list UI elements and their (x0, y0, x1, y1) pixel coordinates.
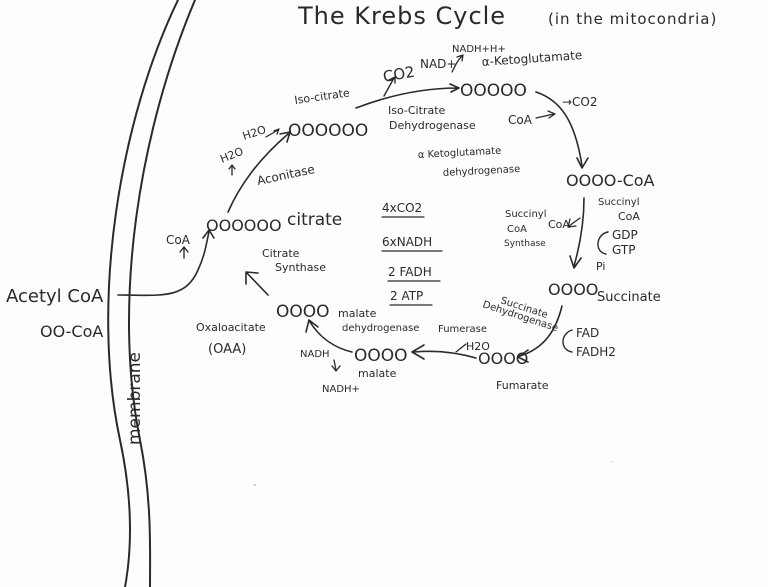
succinyl-synthase-line2: CoA (507, 224, 527, 235)
acetyl-coa-label: Acetyl CoA (6, 286, 104, 307)
fumarate-chain: OOOO (478, 349, 528, 368)
gtp-label: GTP (612, 243, 635, 257)
succinyl-synthase-coa-out: CoA (548, 218, 570, 231)
coa-second-arrow (535, 110, 556, 119)
isocitrate-chain: OOOOOO (288, 121, 368, 141)
oaa-abbr: (OAA) (208, 342, 246, 357)
fumarate-label: Fumarate (496, 379, 549, 392)
isocitrate-dehydrogenase-line1: Iso-Citrate (388, 104, 446, 117)
oaa-chain: OOOO (276, 302, 330, 322)
succinate-label: Succinate (597, 290, 661, 305)
aconitase-h2o-in: H2O (241, 123, 268, 143)
aconitase-h2o-out-arrow (228, 164, 236, 176)
citrate-label: citrate (287, 210, 342, 230)
akg-chain: OOOOO (460, 81, 527, 101)
coa-out-arrow (567, 217, 581, 228)
coa-entry-arrow (179, 246, 189, 259)
nad-first-label: NAD+ (420, 57, 456, 71)
succinate-chain: OOOO (548, 280, 598, 299)
aconitase-h2o-out: H2O (218, 145, 245, 166)
nad-malate-label: NADH+ (322, 384, 360, 395)
akg-dehydrogenase-line1: α Ketoglutamate (418, 146, 502, 161)
fumarate-to-malate-arrow (411, 344, 477, 360)
membrane-outer-line (107, 0, 179, 587)
co2-first-label: CO2 (382, 63, 416, 86)
gdp-gtp-bracket (597, 231, 609, 255)
fadh2-label: FADH2 (576, 345, 616, 359)
malate-dehydrogenase-line1: malate (338, 307, 377, 320)
nad-first-arrow (451, 54, 464, 73)
isocitrate-to-akg-arrow (355, 83, 460, 109)
co2-second-label: →CO2 (562, 95, 598, 109)
h2o-fumarate-arrow (455, 343, 467, 353)
malate-dehydrogenase-line2: dehydrogenase (342, 323, 419, 334)
nadh-malate-label: NADH (300, 349, 330, 360)
summary-co2: 4xCO2 (382, 201, 422, 215)
nadh-malate-arrow (331, 359, 341, 372)
summary-totals: 4xCO2 6xNADH 2 FADH 2 ATP (381, 201, 443, 306)
fad-label: FAD (576, 326, 599, 340)
succinyl-coa-line1: Succinyl (598, 197, 640, 208)
coa-second-label: CoA (508, 113, 533, 127)
fad-bracket (562, 329, 573, 353)
aconitase-label: Aconitase (256, 162, 316, 188)
isocitrate-label: Iso-citrate (294, 86, 351, 107)
summary-nadh: 6xNADH (382, 235, 432, 249)
malate-chain: OOOO (354, 346, 408, 366)
pi-label: Pi (596, 260, 605, 273)
citrate-chain: OOOOOO (206, 216, 282, 235)
page-title: The Krebs Cycle (297, 2, 506, 30)
citrate-synthase-line1: Citrate (262, 247, 300, 260)
coa-entry-label: CoA (166, 233, 191, 247)
citrate-to-isocitrate-arrow (227, 131, 291, 213)
succinyl-synthase-line3: Synthase (504, 239, 546, 249)
gdp-label: GDP (612, 228, 638, 242)
succinyl-to-succinate-arrow (569, 197, 585, 269)
malate-label: malate (358, 367, 397, 380)
succinyl-synthase-line1: Succinyl (505, 209, 547, 220)
isocitrate-dehydrogenase-line2: Dehydrogenase (389, 119, 476, 132)
citrate-synthase-line2: Synthase (275, 261, 326, 274)
aconitase-h2o-in-arrow (265, 128, 280, 138)
summary-fadh: 2 FADH (388, 265, 432, 279)
akg-dehydrogenase-line2: dehydrogenase (443, 164, 521, 179)
succinate-to-fumarate-arrow (517, 305, 563, 363)
succinyl-coa-chain: OOOO-CoA (566, 171, 655, 190)
co2-first-arrow (383, 76, 396, 97)
akg-to-succinyl-arrow (535, 91, 589, 169)
pencil-speck (254, 484, 256, 486)
oaa-label: Oxaloacitate (196, 321, 266, 334)
citrate-synthase-arrow (245, 271, 269, 296)
succinyl-coa-line2: CoA (618, 210, 640, 223)
acetyl-coa-arrowhead (202, 229, 215, 239)
membrane-label: membrane (125, 352, 145, 445)
pencil-speck (611, 461, 613, 463)
h2o-fumarate-label: H2O (466, 340, 490, 353)
acetyl-coa-arrow (117, 231, 210, 297)
nadh-first-label: NADH+H+ (452, 44, 506, 55)
malate-to-oaa-arrow (305, 319, 353, 353)
title-note: (in the mitocondria) (548, 10, 717, 28)
membrane-inner-line (127, 0, 196, 587)
fumerase-label: Fumerase (438, 324, 487, 335)
summary-atp: 2 ATP (390, 289, 423, 303)
acetyl-coa-formula: OO-CoA (40, 322, 103, 341)
